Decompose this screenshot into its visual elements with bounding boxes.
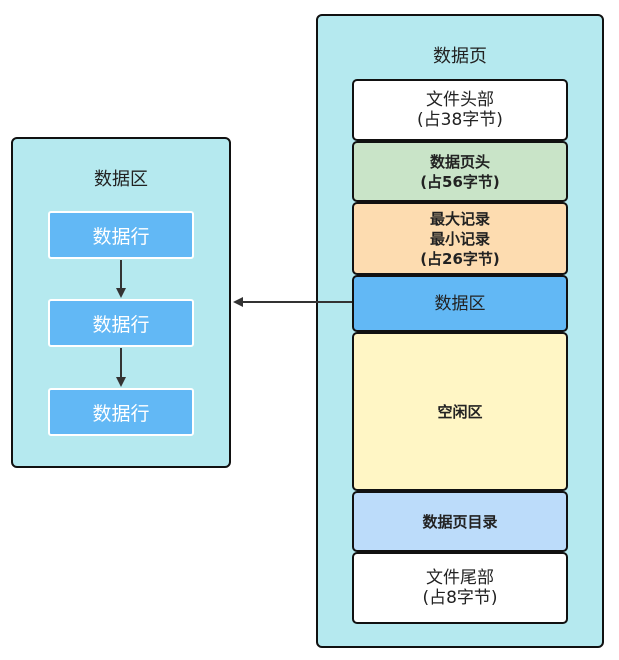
segment-label-line: (占38字节)	[417, 110, 503, 130]
data-area-title: 数据区	[94, 169, 148, 190]
file-trailer-segment: 文件尾部(占8字节)	[352, 552, 568, 624]
segment-label-line: 文件头部	[426, 90, 494, 110]
segment-label-line: 数据区	[434, 293, 486, 314]
data-row-3: 数据行	[48, 388, 194, 436]
data-area-segment: 数据区	[352, 275, 568, 332]
segment-label-line: 最大记录	[429, 209, 490, 228]
free-space-segment: 空闲区	[352, 332, 568, 491]
data-row-2: 数据行	[48, 299, 194, 347]
segment-label-line: (占26字节)	[420, 249, 500, 268]
segment-label-line: (占56字节)	[420, 172, 500, 191]
segment-label-line: 文件尾部	[426, 568, 494, 588]
segment-label-line: 数据页目录	[422, 512, 498, 531]
segment-label-line: 最小记录	[429, 229, 490, 248]
file-header-segment: 文件头部(占38字节)	[352, 79, 568, 141]
data-row-1: 数据行	[48, 211, 194, 259]
segment-label-line: 数据页头	[429, 152, 490, 171]
segment-label-line: 空闲区	[437, 402, 483, 421]
page-header-segment: 数据页头(占56字节)	[352, 141, 568, 202]
segment-label-line: (占8字节)	[422, 588, 498, 608]
infimum-supremum-segment: 最大记录最小记录(占26字节)	[352, 202, 568, 275]
page-directory-segment: 数据页目录	[352, 491, 568, 552]
data-page-title: 数据页	[433, 46, 487, 67]
